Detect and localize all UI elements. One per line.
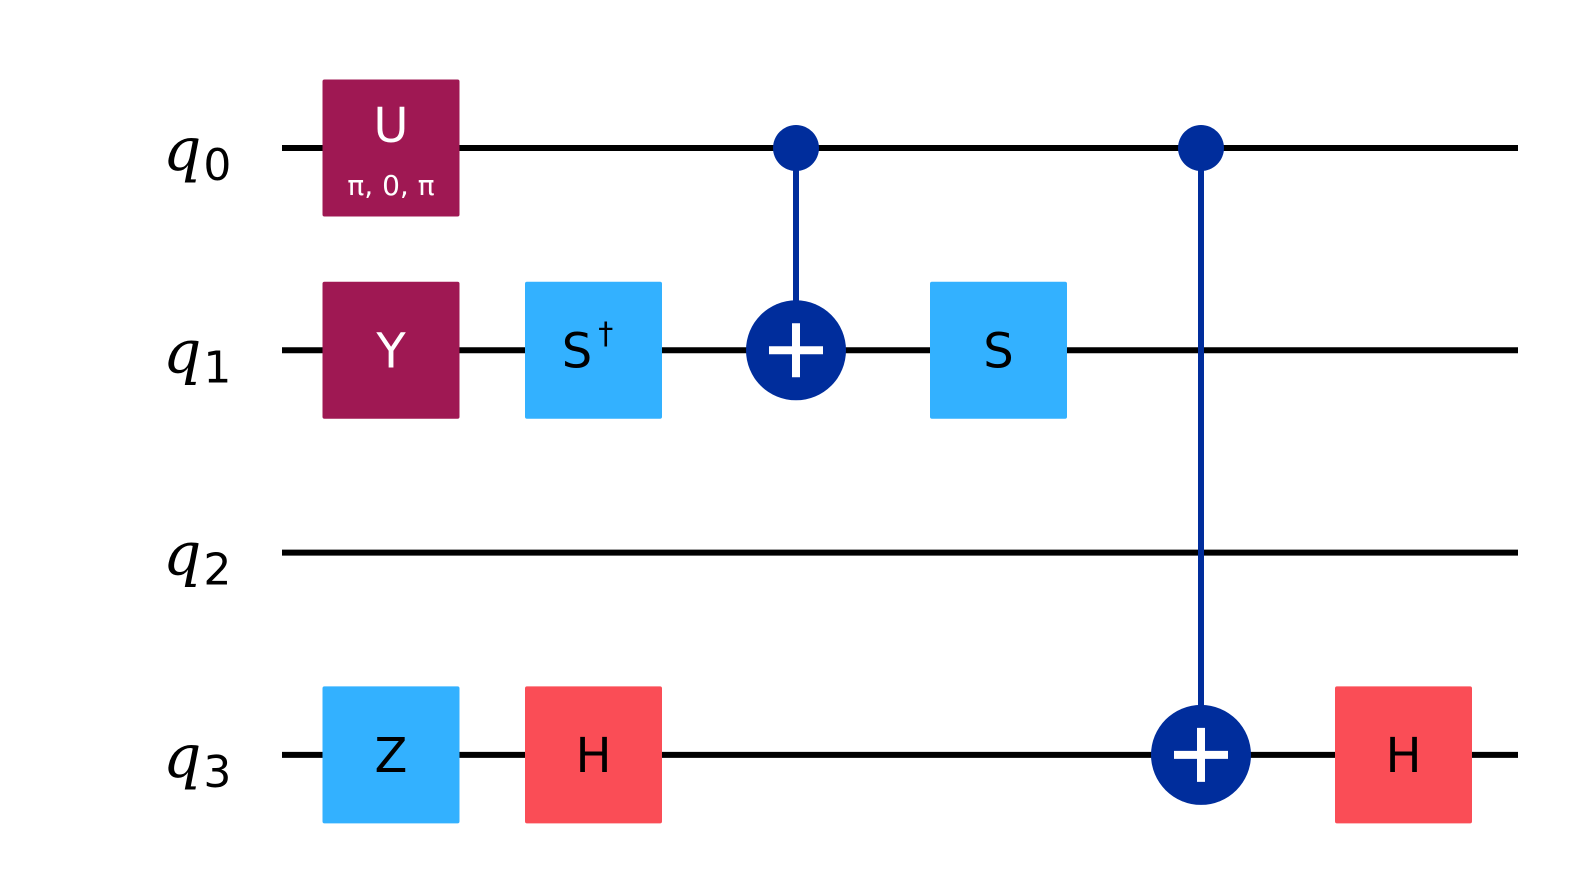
qubit-label-letter: q [163,722,201,792]
qubit-label-0: q0 [163,115,231,191]
gate-label-text: Y [375,323,406,379]
gate-label-text: H [575,728,611,784]
cnot-target-icon [1151,704,1251,805]
gate-label-text: H [1385,728,1421,784]
gate-u-q0: Uπ, 0, π [322,79,460,217]
gate-box [525,686,662,824]
cnot-target-icon [746,300,846,401]
gate-box [525,281,662,419]
qubit-label-index: 0 [203,140,231,191]
gate-box [1335,686,1472,824]
gate-box [322,281,460,419]
cnot-gate-1 [1151,125,1251,805]
cnot-gate-0 [746,125,846,401]
cnot-layer [746,125,1251,805]
qubit-label-3: q3 [163,722,231,798]
gate-label-text: U [373,98,408,154]
gate-label: U [373,98,408,154]
gate-box [322,686,460,824]
gate-label: H [575,728,611,784]
gate-label-superscript: † [598,316,613,351]
gate-z-q3: Z [322,686,460,824]
gate-s-dagger-q1: S† [525,281,662,419]
qubit-label-index: 3 [203,747,231,798]
gate-label: S [983,323,1013,379]
gate-box [322,79,460,217]
gate-label: Z [375,728,408,784]
cnot-control-dot [773,125,819,171]
gate-label: H [1385,728,1421,784]
gate-s-q1: S [930,281,1067,419]
gate-params: π, 0, π [347,169,434,202]
gate-label-text: Z [375,728,408,784]
gate-h-q3: H [525,686,662,824]
cnot-control-dot [1178,125,1224,171]
gate-label: S† [562,316,613,379]
qubit-label-letter: q [163,317,201,387]
qubit-label-letter: q [163,520,201,590]
gate-label-text: S [983,323,1013,379]
gate-y-q1: Y [322,281,460,419]
gate-label-text: S [562,323,592,379]
qubit-label-2: q2 [163,520,231,596]
qubit-label-index: 1 [203,342,231,393]
gate-label: Y [375,323,406,379]
wires-layer [282,145,1518,758]
gate-h-q3: H [1335,686,1472,824]
qubit-label-1: q1 [163,317,231,393]
qubit-label-index: 2 [203,545,231,596]
qubit-label-letter: q [163,115,201,185]
gate-box [930,281,1067,419]
